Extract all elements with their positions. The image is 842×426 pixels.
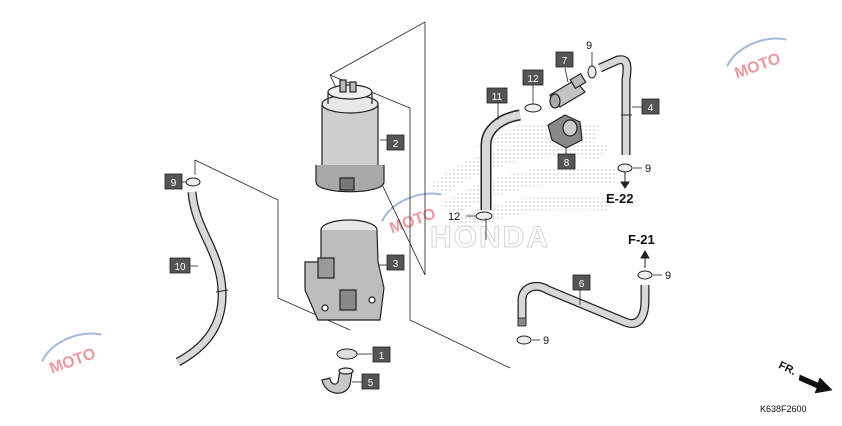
svg-text:2: 2 xyxy=(393,139,399,150)
ref-f21: F-21 xyxy=(628,232,655,247)
svg-text:8: 8 xyxy=(564,158,570,169)
valve-part-7 xyxy=(549,67,587,109)
diagram-code: K638F2600 xyxy=(760,404,807,414)
svg-text:6: 6 xyxy=(579,279,585,290)
clip-part-9-right xyxy=(617,163,642,173)
callout-2: 2 xyxy=(386,134,405,151)
svg-text:5: 5 xyxy=(368,378,374,389)
svg-text:3: 3 xyxy=(393,259,399,270)
hose-part-4 xyxy=(598,55,642,155)
svg-text:MOTO: MOTO xyxy=(732,50,783,82)
svg-text:1: 1 xyxy=(379,351,385,362)
svg-text:11: 11 xyxy=(492,92,503,103)
hose-part-11 xyxy=(480,102,522,210)
holder-part-3 xyxy=(304,219,388,321)
callout-7: 7 xyxy=(555,51,574,68)
hose-part-6 xyxy=(517,281,650,328)
callout-11: 11 xyxy=(486,87,508,104)
svg-text:HONDA: HONDA xyxy=(430,221,550,254)
label-9-right: 9 xyxy=(645,163,651,175)
clip-part-9-top xyxy=(587,52,597,79)
moto-watermark-top-right: MOTO xyxy=(726,37,787,83)
honda-wing-watermark: HONDA xyxy=(430,125,620,255)
callout-9-left: 9 xyxy=(164,173,183,190)
callout-3: 3 xyxy=(386,254,405,271)
callout-8: 8 xyxy=(557,153,576,170)
clip-part-9-bottom xyxy=(516,335,540,345)
svg-text:12: 12 xyxy=(527,74,539,85)
label-9-top: 9 xyxy=(586,40,592,52)
svg-text:4: 4 xyxy=(648,103,654,114)
svg-text:FR.: FR. xyxy=(777,359,798,377)
callout-10: 10 xyxy=(169,257,191,274)
svg-text:MOTO: MOTO xyxy=(47,345,98,377)
callout-4: 4 xyxy=(641,98,660,115)
ref-e22: E-22 xyxy=(606,191,633,206)
clip-part-12-upper xyxy=(524,85,542,113)
clip-part-12-lower xyxy=(466,211,493,240)
hose-part-5 xyxy=(321,367,362,394)
svg-text:7: 7 xyxy=(562,56,568,67)
hose-part-10 xyxy=(175,191,229,366)
label-9-bottom: 9 xyxy=(543,335,549,347)
front-direction-indicator: FR. xyxy=(777,359,833,394)
clip-part-1 xyxy=(336,348,372,360)
svg-text:9: 9 xyxy=(171,178,177,189)
clip-part-9-lower-right xyxy=(637,270,662,280)
canister-part-2 xyxy=(315,79,388,193)
grommet-part-8 xyxy=(547,114,583,154)
callout-6: 6 xyxy=(572,274,591,291)
callout-1: 1 xyxy=(372,346,391,363)
label-12-lower: 12 xyxy=(448,211,460,223)
clip-part-9-left xyxy=(182,177,201,187)
callout-12-upper: 12 xyxy=(522,69,544,86)
label-9-lower-right: 9 xyxy=(665,270,671,282)
arrow-to-e22 xyxy=(620,172,630,189)
moto-watermark-left: MOTO xyxy=(41,332,102,378)
arrow-to-f21 xyxy=(640,249,650,268)
svg-text:10: 10 xyxy=(174,262,186,273)
callout-5: 5 xyxy=(361,373,380,390)
